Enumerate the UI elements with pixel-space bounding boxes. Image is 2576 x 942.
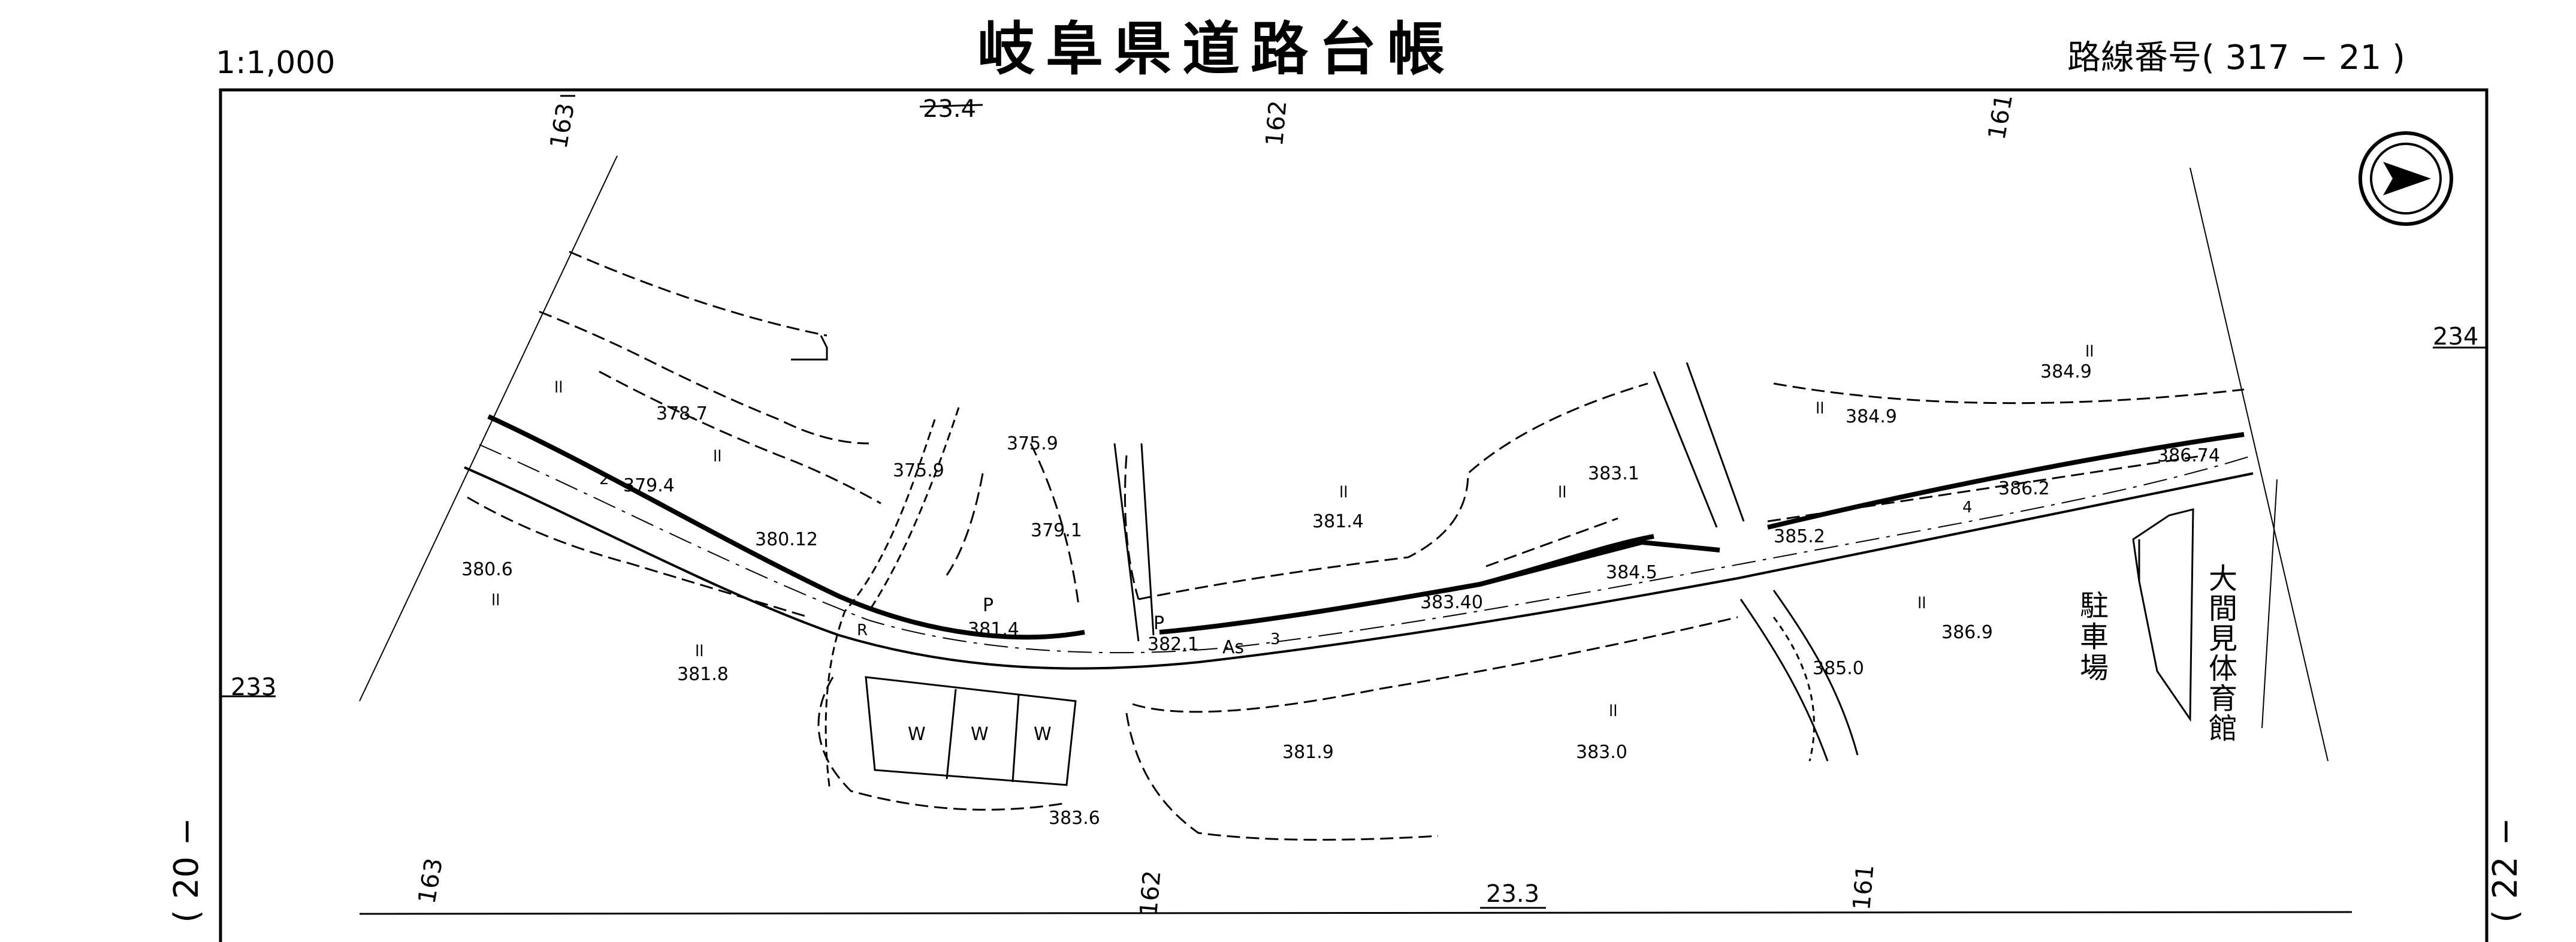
- grid-label-top-3: 162: [1261, 99, 1292, 147]
- elevation-label: 383.0: [1576, 742, 1627, 763]
- field-symbol: ll: [1816, 400, 1824, 418]
- road-labels: As P P R 2 3 4: [599, 470, 1973, 658]
- map-frame: [219, 88, 2489, 942]
- elevation-label: 383.1: [1588, 463, 1639, 484]
- elevation-label: 382.1: [1147, 634, 1199, 655]
- grid-label-top-4: 161: [1983, 92, 2019, 142]
- elevation-label: 375.9: [1007, 433, 1058, 454]
- parking-label: 駐車場: [2074, 590, 2108, 684]
- elevation-label: 384.5: [1606, 562, 1657, 583]
- grid-label-right: 234: [2433, 323, 2478, 351]
- elevation-label: 385.2: [1774, 526, 1825, 547]
- field-symbol: ll: [554, 379, 563, 397]
- elevation-label: 375.9: [893, 460, 944, 481]
- scale-label: 1:1,000: [216, 45, 335, 81]
- elevation-label: 383.6: [1049, 808, 1100, 829]
- elevation-label: 378.7: [656, 403, 708, 424]
- grid-label-bottom-3: 23.3: [1486, 880, 1539, 908]
- lot-marks: W W W: [908, 724, 1052, 745]
- elevation-label: 381.8: [677, 664, 729, 685]
- elevation-label: 380.6: [461, 559, 513, 580]
- grid-tick: [919, 104, 983, 108]
- road-mark-p: P: [983, 595, 993, 616]
- road-mark-p: P: [1153, 613, 1164, 634]
- elevation-label: 386.2: [1998, 478, 2050, 499]
- pavement-label: As: [1222, 637, 1244, 658]
- land-use-symbols: ll ll ll ll ll ll ll ll ll ll: [491, 343, 2094, 720]
- lot-mark-w: W: [1034, 724, 1052, 745]
- adjacent-sheet-left: ( 20 −: [167, 817, 206, 923]
- lot-mark-w: W: [908, 724, 926, 745]
- road-marker: 4: [1962, 499, 1973, 517]
- elevation-label: 381.4: [1312, 511, 1364, 532]
- elevation-label: 386.74: [2157, 445, 2220, 466]
- field-symbol: ll: [695, 642, 703, 660]
- elevation-label: 386.9: [1941, 622, 1993, 643]
- field-symbol: ll: [2085, 343, 2094, 361]
- grid-label-bottom-4: 161: [1848, 864, 1879, 911]
- elevation-label: 384.9: [1846, 406, 1897, 427]
- road-mark-r: R: [857, 621, 868, 639]
- bottom-baseline: [359, 911, 2352, 915]
- lots-and-buildings: [791, 335, 2194, 786]
- map-title: 岐阜県道路台帳: [977, 16, 1455, 83]
- elevation-label: 381.4: [968, 619, 1019, 640]
- gymnasium-label: 大間見体育館: [2203, 563, 2237, 743]
- road-marker: 2: [599, 470, 609, 488]
- road-marker: 3: [1270, 630, 1281, 648]
- route-number: 路線番号( 317 − 21 ): [2067, 38, 2405, 77]
- grid-label-top-1: 163: [545, 101, 581, 151]
- field-symbol: ll: [713, 448, 721, 466]
- elevation-labels: 378.7 379.4 380.12 380.6 381.8 381.4 375…: [461, 361, 2220, 829]
- grid-label-top-2: 23.4: [923, 95, 976, 123]
- field-symbol: ll: [1339, 484, 1348, 502]
- elevation-label: 381.9: [1282, 742, 1334, 763]
- field-symbol: ll: [1609, 702, 1617, 720]
- north-arrow-icon: [2358, 131, 2453, 226]
- elevation-label: 384.9: [2040, 361, 2092, 382]
- elevation-label: 379.1: [1031, 520, 1082, 541]
- field-symbol: ll: [1558, 484, 1566, 502]
- elevation-label: 379.4: [623, 475, 675, 496]
- field-symbol: ll: [1917, 594, 1926, 612]
- embankments: [467, 250, 2245, 841]
- grid-label-bottom-2: 162: [1135, 869, 1166, 917]
- elevation-label: 383.40: [1420, 592, 1483, 613]
- field-symbol: ll: [491, 591, 500, 609]
- side-roads: [359, 155, 2329, 792]
- grid-label-bottom-1: 163: [413, 856, 449, 906]
- facility-names: 駐車場 大間見体育館: [2074, 563, 2237, 743]
- adjacent-sheet-right: ( 22 −: [2486, 817, 2525, 923]
- lot-mark-w: W: [971, 724, 989, 745]
- elevation-label: 385.0: [1813, 658, 1864, 679]
- elevation-label: 380.12: [755, 529, 818, 550]
